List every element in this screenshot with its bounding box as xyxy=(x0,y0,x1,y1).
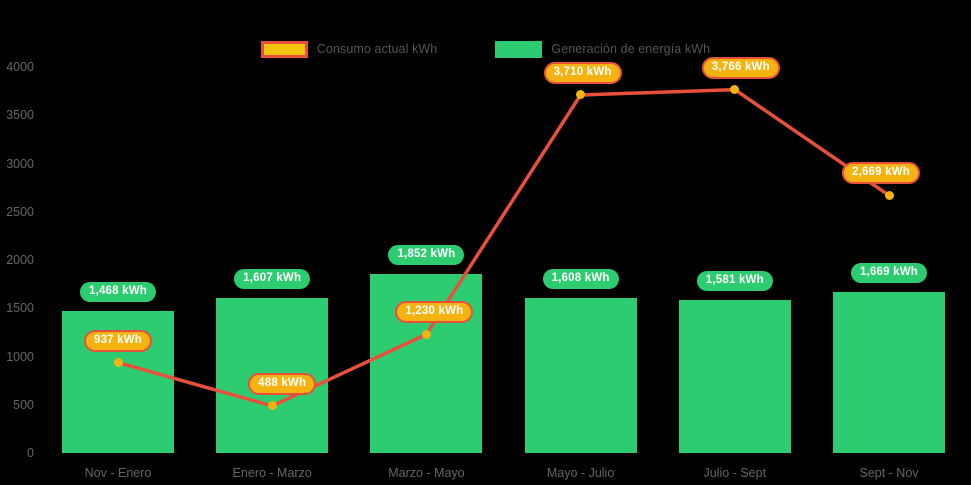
x-axis-tick-label: Sept - Nov xyxy=(859,466,919,480)
line-marker[interactable] xyxy=(576,90,586,100)
bar-value-label: 1,581 kWh xyxy=(696,271,773,292)
legend-label-consumo: Consumo actual kWh xyxy=(316,42,438,56)
y-axis-tick-label: 2500 xyxy=(6,204,34,219)
chart-legend: Consumo actual kWh Generación de energía… xyxy=(0,38,971,60)
y-axis-tick-label: 0 xyxy=(27,446,34,460)
bar[interactable] xyxy=(524,297,637,453)
bar-value-label: 1,608 kWh xyxy=(542,268,619,289)
line-marker[interactable] xyxy=(113,358,123,368)
line-marker[interactable] xyxy=(884,190,894,200)
bar-value-label: 1,607 kWh xyxy=(234,268,311,289)
y-axis-tick-label: 3500 xyxy=(6,108,34,123)
x-axis-tick-label: Julio - Sept xyxy=(703,466,767,480)
line-value-label: 2,669 kWh xyxy=(841,162,921,185)
y-axis-tick-label: 1000 xyxy=(6,349,34,364)
x-axis-tick-label: Marzo - Mayo xyxy=(388,466,465,480)
bar-value-label: 1,669 kWh xyxy=(850,262,928,283)
x-axis-tick-label: Enero - Marzo xyxy=(232,466,312,480)
line-value-label: 488 kWh xyxy=(248,372,317,395)
y-axis-tick-label: 3000 xyxy=(6,156,34,171)
legend-label-generacion: Generación de energía kWh xyxy=(551,42,711,56)
line-value-label: 937 kWh xyxy=(83,329,153,352)
bar[interactable] xyxy=(678,300,791,453)
line-marker[interactable] xyxy=(730,85,740,95)
y-axis-tick-label: 4000 xyxy=(6,60,34,74)
line-value-label: 3,710 kWh xyxy=(543,61,622,84)
legend-item-consumo[interactable]: Consumo actual kWh xyxy=(260,40,438,58)
bar-value-label: 1,468 kWh xyxy=(79,282,157,303)
legend-swatch-consumo-icon xyxy=(260,40,308,58)
y-axis-tick-label: 1500 xyxy=(6,301,34,316)
y-axis-tick-label: 500 xyxy=(13,397,34,412)
legend-item-generacion[interactable]: Generación de energía kWh xyxy=(495,40,711,58)
line-marker[interactable] xyxy=(267,401,277,411)
y-axis-tick-label: 2000 xyxy=(6,253,34,267)
line-value-label: 3,766 kWh xyxy=(701,56,780,79)
bar-value-label: 1,852 kWh xyxy=(388,245,465,266)
bar[interactable] xyxy=(833,291,945,453)
x-axis-tick-label: Mayo - Julio xyxy=(546,466,615,480)
line-marker[interactable] xyxy=(421,329,431,339)
x-axis-tick-label: Nov - Enero xyxy=(84,466,152,480)
legend-swatch-generacion-icon xyxy=(495,40,543,58)
line-value-label: 1,230 kWh xyxy=(395,301,474,324)
